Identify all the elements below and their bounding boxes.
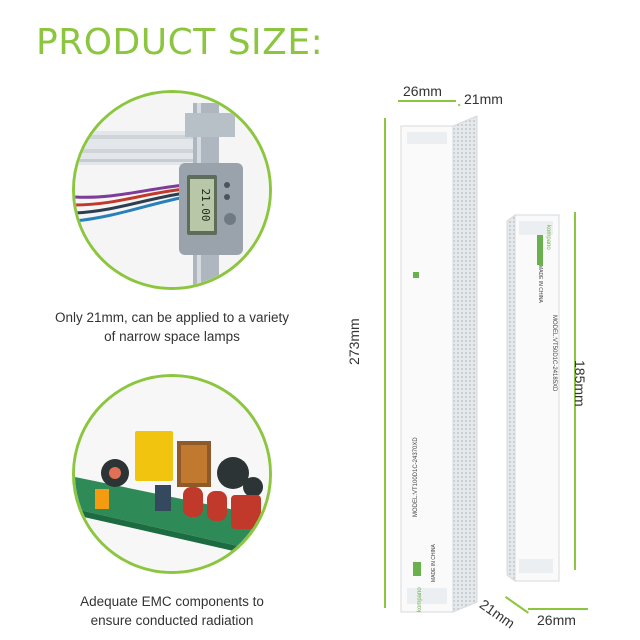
large-driver: MODEL:VT100D1C-24370XD MADE IN CHINA kom… [397, 112, 481, 618]
caliper-photo: 21.00 [72, 90, 272, 290]
small-length-line [574, 212, 576, 570]
caliper-caption: Only 21mm, can be applied to a variety o… [54, 310, 290, 344]
small-brand-logo: kompano [545, 225, 551, 250]
small-driver: MODEL:VT50D1C-24185XD MADE IN CHINA komp… [505, 205, 571, 585]
small-width-line [528, 608, 588, 610]
large-brand-logo: kompano [417, 587, 423, 612]
large-width-label: 26mm [403, 83, 442, 99]
small-length-label: 185mm [572, 360, 588, 407]
small-origin-text: MADE IN CHINA [537, 265, 543, 303]
large-depth-label: 21mm [464, 91, 503, 107]
large-origin-text: MADE IN CHINA [431, 544, 437, 582]
emc-caption: Adequate EMC components to ensure conduc… [80, 594, 264, 628]
large-model-text: MODEL:VT100D1C-24370XD [413, 437, 419, 517]
page-title: PRODUCT SIZE: [36, 22, 324, 63]
large-width-line [398, 100, 456, 102]
caliper-reading: 21.00 [199, 188, 212, 221]
large-length-label: 273mm [346, 318, 362, 365]
small-model-text: MODEL:VT50D1C-24185XD [551, 315, 557, 392]
circuit-board-photo [72, 374, 272, 574]
small-width-label: 26mm [537, 612, 576, 628]
large-length-line [384, 118, 386, 608]
